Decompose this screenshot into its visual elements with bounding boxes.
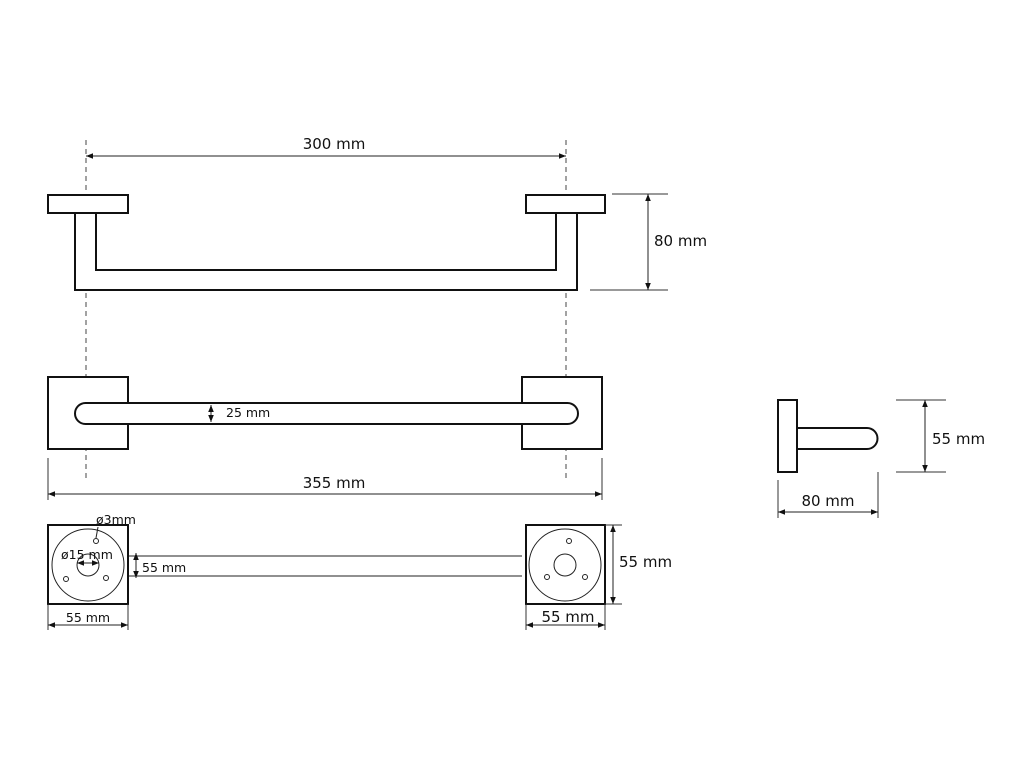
left-width-label: 55 mm [66, 610, 110, 625]
plate-height-label: 55 mm [619, 553, 672, 571]
right-screw-hole-top [566, 538, 572, 544]
right-base-plate [525, 524, 606, 605]
left-screw-hole-right [103, 575, 109, 581]
right-screw-hole-right [582, 574, 588, 580]
width-dimension-label: 300 mm [303, 135, 366, 153]
screw-hole-leader [95, 526, 99, 539]
side-view-plate [777, 399, 798, 473]
left-screw-hole-left [63, 576, 69, 582]
right-width-label: 55 mm [541, 608, 594, 626]
center-hole-label: ø15 mm [61, 547, 113, 562]
left-plate-rosette [51, 528, 125, 602]
center-lines [85, 140, 567, 482]
side-height-label: 55 mm [932, 430, 985, 448]
left-base-plate [47, 524, 129, 605]
hole-spacing-label: 55 mm [142, 560, 186, 575]
length-dimension-label: 355 mm [303, 474, 366, 492]
right-plate-rosette [528, 528, 602, 602]
side-depth-label: 80 mm [801, 492, 854, 510]
right-screw-hole-left [544, 574, 550, 580]
right-center-hole [553, 553, 577, 577]
top-view-bar [74, 402, 579, 425]
bar-diameter-label: 25 mm [226, 405, 270, 420]
front-view: 300 mm 80 mm [47, 135, 707, 291]
left-screw-hole-top [93, 538, 99, 544]
height-dimension-label: 80 mm [654, 232, 707, 250]
screw-hole-label: ø3mm [96, 512, 136, 527]
side-view-arm [796, 427, 879, 450]
front-view-bar [74, 212, 578, 291]
front-view-right-flange [525, 194, 606, 214]
top-view: 25 mm 355 mm [47, 376, 603, 500]
front-view-left-flange [47, 194, 129, 214]
base-plate-view: ø3mm ø15 mm 55 mm 55 mm 55 mm 55 mm [47, 512, 672, 630]
side-view: 55 mm 80 mm [777, 399, 985, 518]
